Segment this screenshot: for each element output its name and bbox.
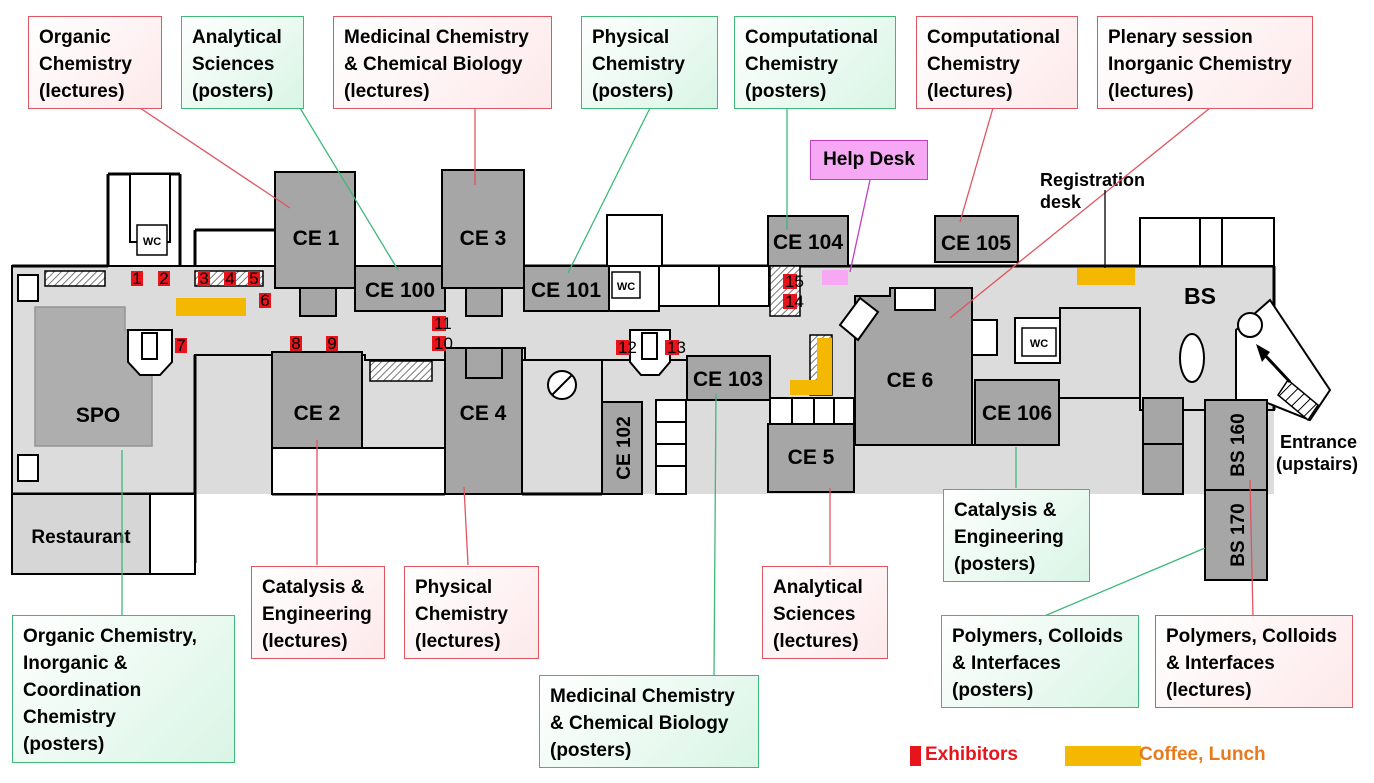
room-ce105-label: CE 105	[941, 232, 1011, 255]
exhibitor-marker	[158, 271, 170, 286]
exhibitor-marker	[665, 340, 679, 355]
room-ce103-label: CE 103	[693, 368, 763, 391]
label-catalysis-engineering-posters: Catalysis & Engineering (posters)	[943, 489, 1090, 582]
room-ce103	[686, 355, 771, 401]
label-computational-chemistry-posters: Computational Chemistry (posters)	[734, 16, 896, 109]
label-organic-inorganic-posters: Organic Chemistry, Inorganic & Coordinat…	[12, 615, 235, 763]
label-polymers-colloids-lectures: Polymers, Colloids & Interfaces (lecture…	[1155, 615, 1353, 708]
room-ce1-label: CE 1	[293, 227, 340, 250]
room-ce4-label: CE 4	[460, 402, 507, 425]
room-ce105	[934, 215, 1019, 263]
legend-coffee-swatch	[1065, 746, 1141, 766]
exhibitor-number: 13	[667, 338, 686, 357]
room-ce2	[271, 351, 363, 449]
room-ce104	[767, 215, 849, 267]
entrance-arrow	[1260, 350, 1292, 384]
exhibitor-number: 11	[434, 314, 452, 333]
exhibitor-number: 8	[291, 334, 300, 353]
coffee-lunch-areas	[176, 268, 1135, 395]
label-medicinal-chemistry-lectures: Medicinal Chemistry & Chemical Biology (…	[333, 16, 552, 109]
legend: Exhibitors Coffee, Lunch	[905, 744, 1285, 770]
exhibitor-marker	[175, 338, 187, 353]
room-ce3-label: CE 3	[460, 227, 507, 250]
label-plenary-inorganic-lectures: Plenary session Inorganic Chemistry (lec…	[1097, 16, 1313, 109]
exhibitor-number: 5	[249, 269, 258, 288]
exhibitor-number: 2	[159, 269, 168, 288]
room-ce104-label: CE 104	[773, 231, 843, 254]
room-bs160	[1204, 399, 1268, 491]
exhibitor-number: 3	[199, 269, 208, 288]
exhibitor-number: 10	[434, 334, 453, 353]
room-ce6-label: CE 6	[887, 369, 934, 392]
label-polymers-colloids-posters: Polymers, Colloids & Interfaces (posters…	[941, 615, 1139, 708]
exhibitor-marker	[616, 340, 630, 355]
elevators	[127, 329, 671, 376]
room-restaurant	[11, 493, 151, 575]
room-spo-label: SPO	[76, 404, 120, 427]
exhibitor-number: 9	[327, 334, 336, 353]
entrance-label: Entrance	[1280, 432, 1357, 452]
room-ce101	[523, 265, 610, 312]
room-restaurant-label: Restaurant	[31, 527, 131, 548]
wc-label-right: WC	[1030, 338, 1048, 350]
room-ce5	[767, 423, 855, 493]
label-analytical-sciences-lectures: Analytical Sciences (lectures)	[762, 566, 888, 659]
exhibitor-number: 14	[785, 292, 804, 311]
room-bs170-label: BS 170	[1228, 503, 1249, 566]
room-ce3	[441, 169, 525, 289]
exhibitor-marker	[224, 271, 236, 286]
exhibitor-number: 1	[132, 269, 141, 288]
room-bs160-label: BS 160	[1228, 413, 1249, 476]
label-medicinal-chemistry-posters: Medicinal Chemistry & Chemical Biology (…	[539, 675, 759, 768]
room-ce100	[354, 265, 446, 312]
label-physical-chemistry-lectures: Physical Chemistry (lectures)	[404, 566, 539, 659]
exhibitor-number: 7	[176, 336, 185, 355]
label-computational-chemistry-lectures: Computational Chemistry (lectures)	[916, 16, 1078, 109]
help-desk-marker	[822, 270, 848, 285]
stairs-center	[369, 360, 433, 382]
label-analytical-sciences-posters: Analytical Sciences (posters)	[181, 16, 304, 109]
exhibitor-marker	[248, 271, 260, 286]
label-help-desk: Help Desk	[810, 140, 928, 180]
exhibitor-number: 12	[618, 338, 637, 357]
exhibitor-marker	[432, 336, 446, 351]
room-ce5-label: CE 5	[788, 446, 835, 469]
room-ce100-label: CE 100	[365, 279, 435, 302]
exhibitor-marker	[259, 293, 271, 308]
legend-exhibitors-label: Exhibitors	[925, 744, 1018, 765]
exhibitor-marker	[783, 274, 797, 289]
label-organic-chemistry-lectures: Organic Chemistry (lectures)	[28, 16, 162, 109]
exhibitor-marker	[783, 294, 797, 309]
registration-desk-label-2: desk	[1040, 192, 1082, 212]
exhibitor-marker	[432, 316, 446, 331]
legend-coffee-label: Coffee, Lunch	[1139, 744, 1266, 765]
wc-label-middle: WC	[617, 281, 635, 293]
exhibitor-number: 15	[785, 272, 804, 291]
room-ce102-label: CE 102	[614, 416, 635, 479]
label-catalysis-engineering-lectures: Catalysis & Engineering (lectures)	[251, 566, 385, 659]
registration-desk-label: Registration	[1040, 170, 1145, 190]
exhibitor-number: 4	[225, 269, 234, 288]
room-ce101-label: CE 101	[531, 279, 601, 302]
stairs-left	[44, 270, 106, 287]
exhibitor-marker	[326, 336, 338, 351]
entrance-label-2: (upstairs)	[1276, 454, 1358, 474]
room-bs170	[1204, 489, 1268, 581]
exhibitor-marker	[198, 271, 210, 286]
exhibitor-number: 6	[260, 291, 269, 310]
exhibitor-marker	[290, 336, 302, 351]
label-physical-chemistry-posters: Physical Chemistry (posters)	[581, 16, 718, 109]
room-bs-label: BS	[1184, 283, 1216, 309]
legend-exhibitors-swatch	[910, 746, 921, 766]
wc-label-left: WC	[143, 236, 161, 248]
room-ce2-label: CE 2	[294, 402, 341, 425]
room-ce106-label: CE 106	[982, 402, 1052, 425]
room-ce102	[601, 401, 643, 495]
room-ce106	[974, 379, 1060, 446]
exhibitor-marker	[131, 271, 143, 286]
room-ce6	[854, 287, 973, 446]
leader-lines	[121, 107, 1254, 676]
